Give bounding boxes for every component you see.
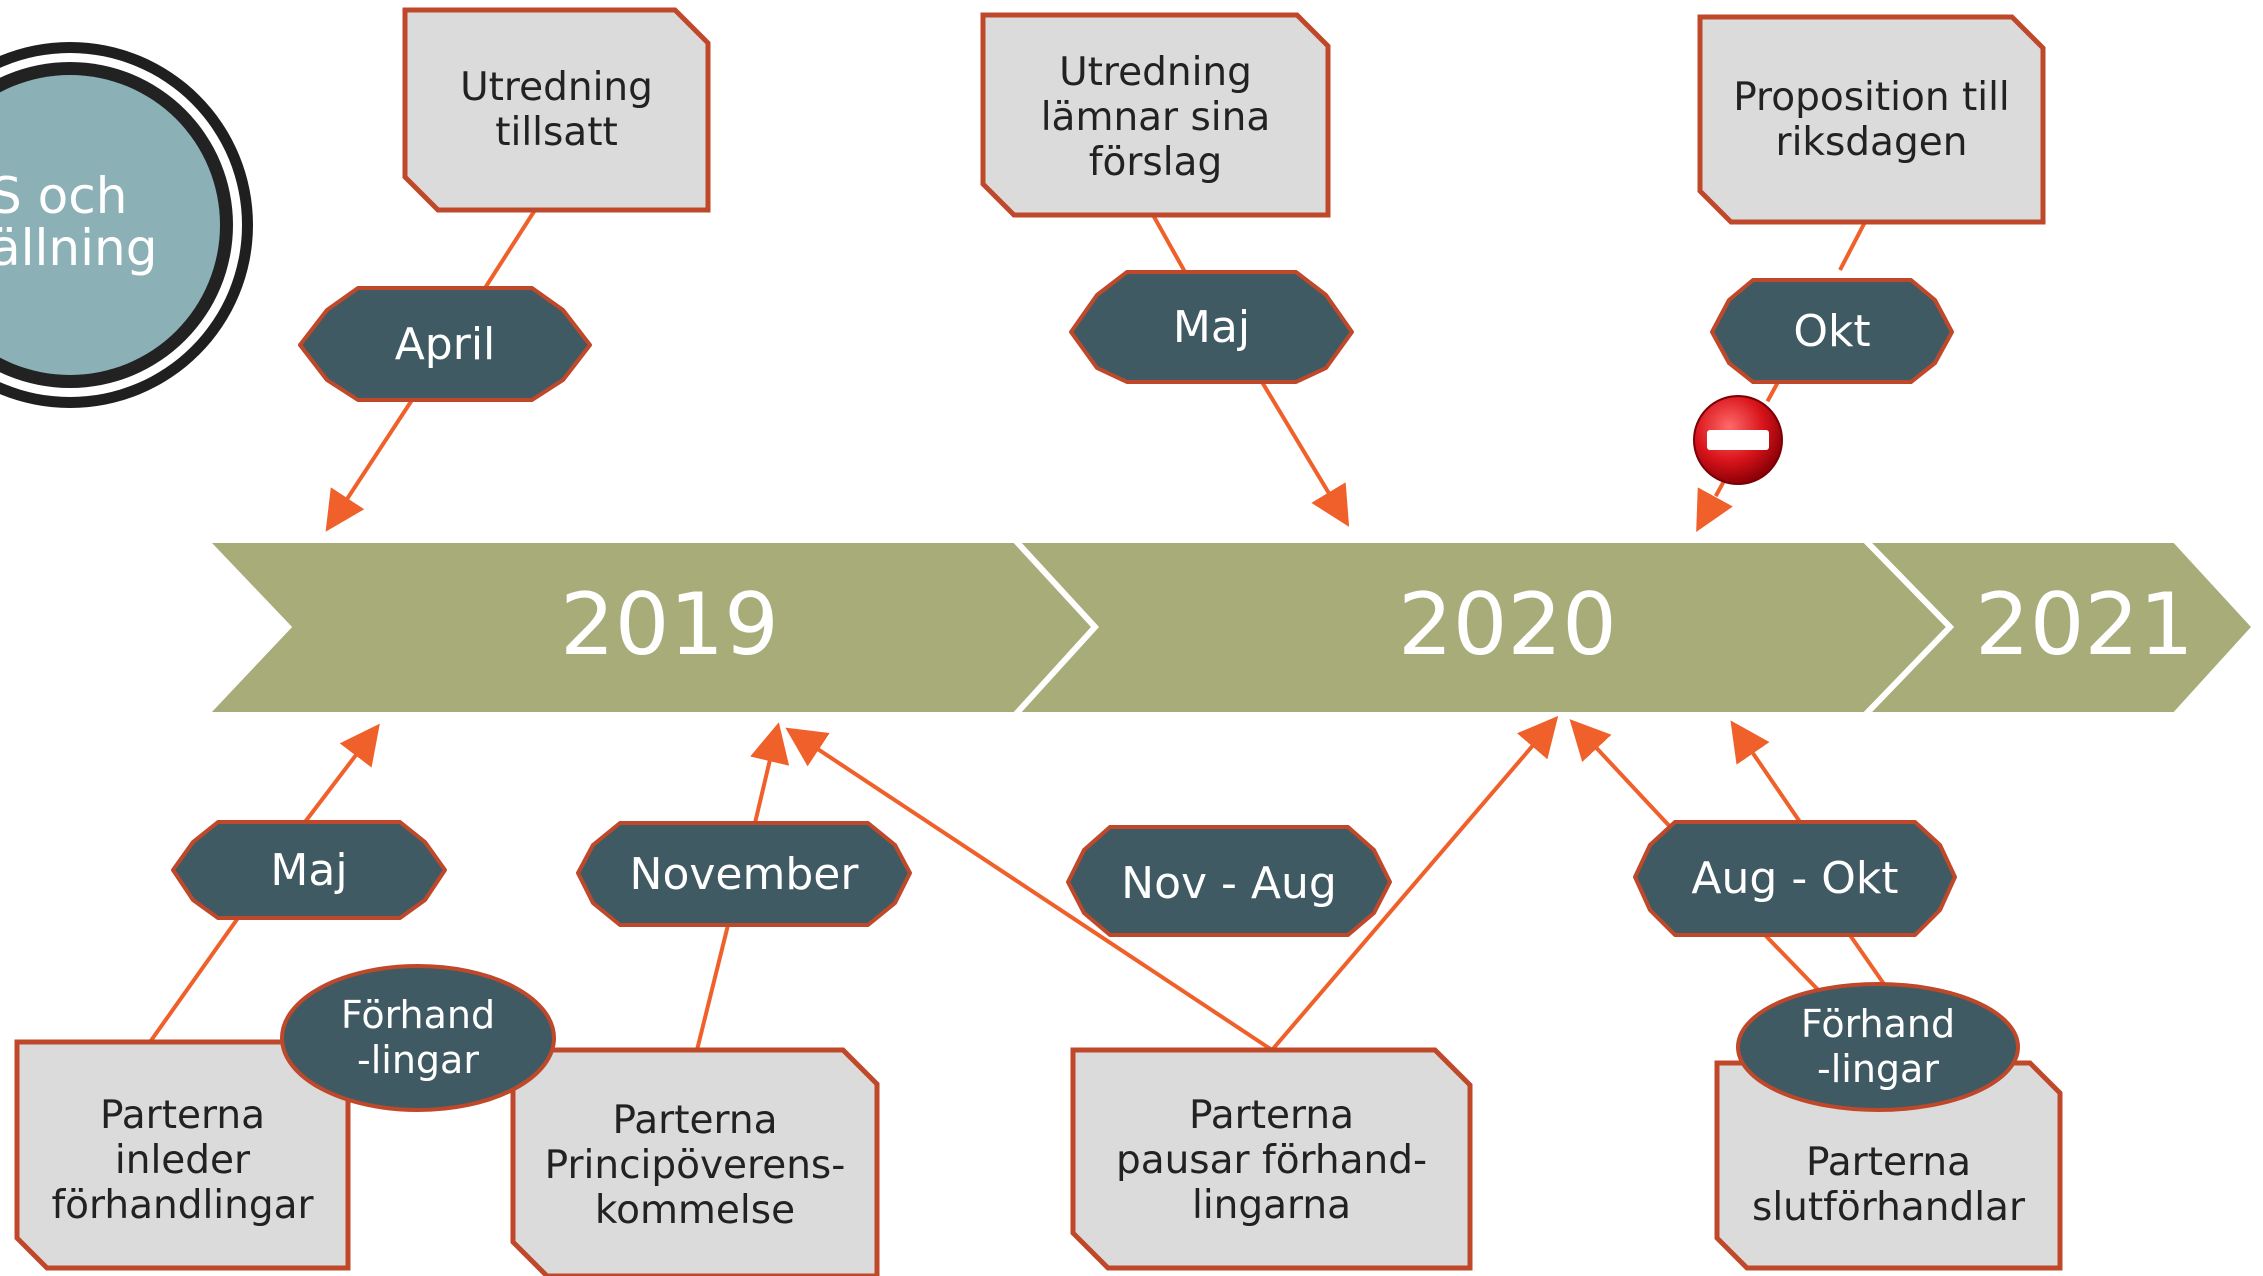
box-utredning-forslag-text: Utredning lämnar sina förslag [1040,50,1271,185]
box-parterna-pausar-text: Parterna pausar förhand- lingarna [1115,1092,1428,1228]
octagon-november [576,821,912,927]
box-proposition-text: Proposition till riksdagen [1733,75,2010,165]
connector-november-arrow [750,722,790,824]
bubble-forhandlingar-right-text: Förhand -lingar [1800,1002,1956,1091]
connector-maj-top-arrow [1260,380,1350,527]
octagon-novaug [1066,825,1392,937]
bubble-forhandlingar-left [280,964,556,1112]
box-parterna-inleder-text: Parterna inleder förhandlingar [51,1092,314,1228]
box-utredning-tillsatt-text: Utredning tillsatt [460,65,653,155]
box-parterna-pausar [1070,1047,1473,1271]
octagon-april [298,286,592,402]
month-maj-top: Maj [1172,301,1251,353]
month-november: November [629,848,859,900]
connector-augokt-right-arrow [1730,720,1802,824]
connector-pause-right [1270,715,1559,1052]
connector-maj-bottom-box [148,916,240,1044]
box-parterna-slutforhandlar [1714,1060,2063,1271]
connector-maj-top-box [1151,214,1187,273]
year-label-2019: 2019 [560,575,779,675]
box-principoverenskommelse [510,1047,880,1276]
bubble-forhandlingar-left-text: Förhand -lingar [340,993,496,1082]
connector-augokt-left-arrow [1569,719,1677,834]
connector-maj-bottom-arrow [303,723,380,824]
connector-april-arrow [325,398,414,532]
year-label-2020: 2020 [1398,575,1617,675]
box-utredning-tillsatt [402,7,711,213]
month-novaug: Nov - Aug [1121,858,1337,909]
connector-augokt-box-left [1763,933,1827,999]
month-okt: Okt [1793,305,1871,357]
connector-okt-box [1838,221,1867,271]
connector-november-box [695,924,730,1051]
topic-circle [0,42,253,408]
box-utredning-forslag [980,12,1331,218]
year-band-2021 [1857,537,2260,718]
month-maj-bottom: Maj [270,844,348,896]
month-april: April [394,318,496,370]
octagon-maj-top [1069,270,1354,384]
octagon-augokt [1633,820,1957,937]
connector-pause-left [785,727,1274,1052]
box-proposition [1697,14,2046,225]
box-principoverenskommelse-text: Parterna Principöverens- kommelse [544,1097,846,1233]
topic-circle-text: S och ällning [0,167,158,277]
no-entry-icon [1693,395,1783,485]
month-augokt: Aug - Okt [1691,853,1899,904]
year-label-2021: 2021 [1975,575,2194,675]
bubble-forhandlingar-right [1736,982,2020,1112]
octagon-maj-bottom [171,820,447,920]
octagon-okt [1710,278,1954,384]
connector-april-box [483,208,537,290]
box-parterna-slutforhandlar-text: Parterna slutförhandlar [1752,1140,2025,1230]
